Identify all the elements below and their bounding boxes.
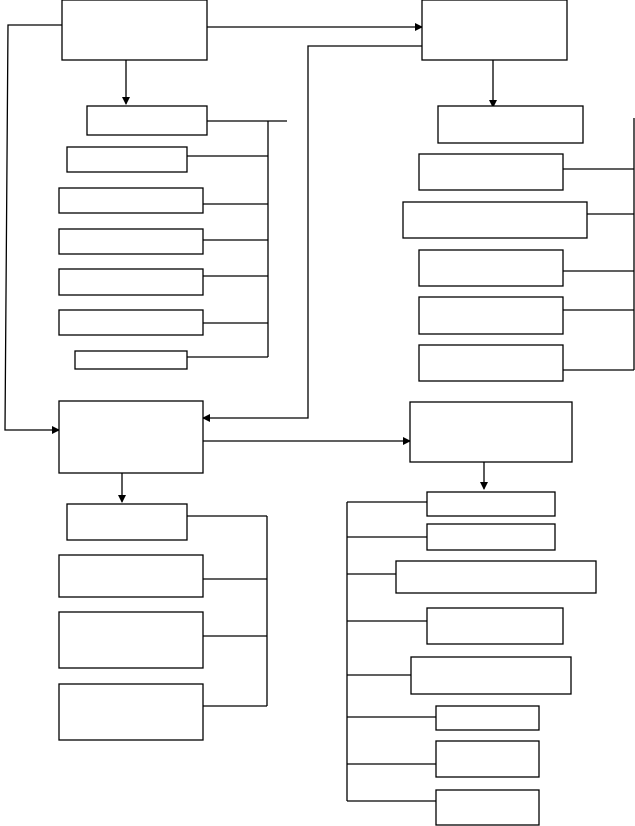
group-c-box-2 bbox=[58, 554, 204, 598]
group-d-box-8 bbox=[435, 789, 540, 826]
group-a-box-5 bbox=[58, 268, 204, 296]
bracket-group-c bbox=[187, 515, 268, 707]
connector-main-b-to-main-c bbox=[202, 45, 422, 422]
group-a-box-3 bbox=[58, 187, 204, 214]
group-c-box-1 bbox=[66, 503, 188, 541]
group-d-box-3 bbox=[395, 560, 597, 594]
group-c-box-3 bbox=[58, 611, 204, 669]
group-d-box-2 bbox=[426, 523, 556, 551]
group-c-box-4 bbox=[58, 683, 204, 741]
group-d-box-1 bbox=[426, 491, 556, 517]
group-a-box-1 bbox=[86, 105, 208, 136]
group-b-box-5 bbox=[418, 296, 564, 335]
group-a-box-4 bbox=[58, 228, 204, 255]
main-box-d bbox=[409, 401, 573, 463]
group-d-box-5 bbox=[410, 656, 572, 695]
group-a-box-6 bbox=[58, 309, 204, 336]
bracket-group-a bbox=[187, 120, 287, 358]
group-b-box-2 bbox=[418, 153, 564, 191]
bracket-group-d bbox=[346, 501, 436, 802]
group-b-box-3 bbox=[402, 201, 588, 239]
main-box-c bbox=[58, 400, 204, 474]
connector-main-a-to-main-c bbox=[4, 24, 62, 434]
group-d-box-6 bbox=[435, 705, 540, 731]
bracket-group-b bbox=[563, 118, 635, 371]
group-a-box-2 bbox=[66, 146, 188, 173]
group-b-box-1 bbox=[437, 105, 584, 144]
group-b-box-4 bbox=[418, 249, 564, 287]
main-box-b bbox=[421, 0, 568, 61]
group-a-box-7 bbox=[74, 350, 188, 370]
group-d-box-7 bbox=[435, 740, 540, 778]
main-box-a bbox=[61, 0, 208, 61]
group-b-box-6 bbox=[418, 344, 564, 382]
group-d-box-4 bbox=[426, 607, 564, 645]
